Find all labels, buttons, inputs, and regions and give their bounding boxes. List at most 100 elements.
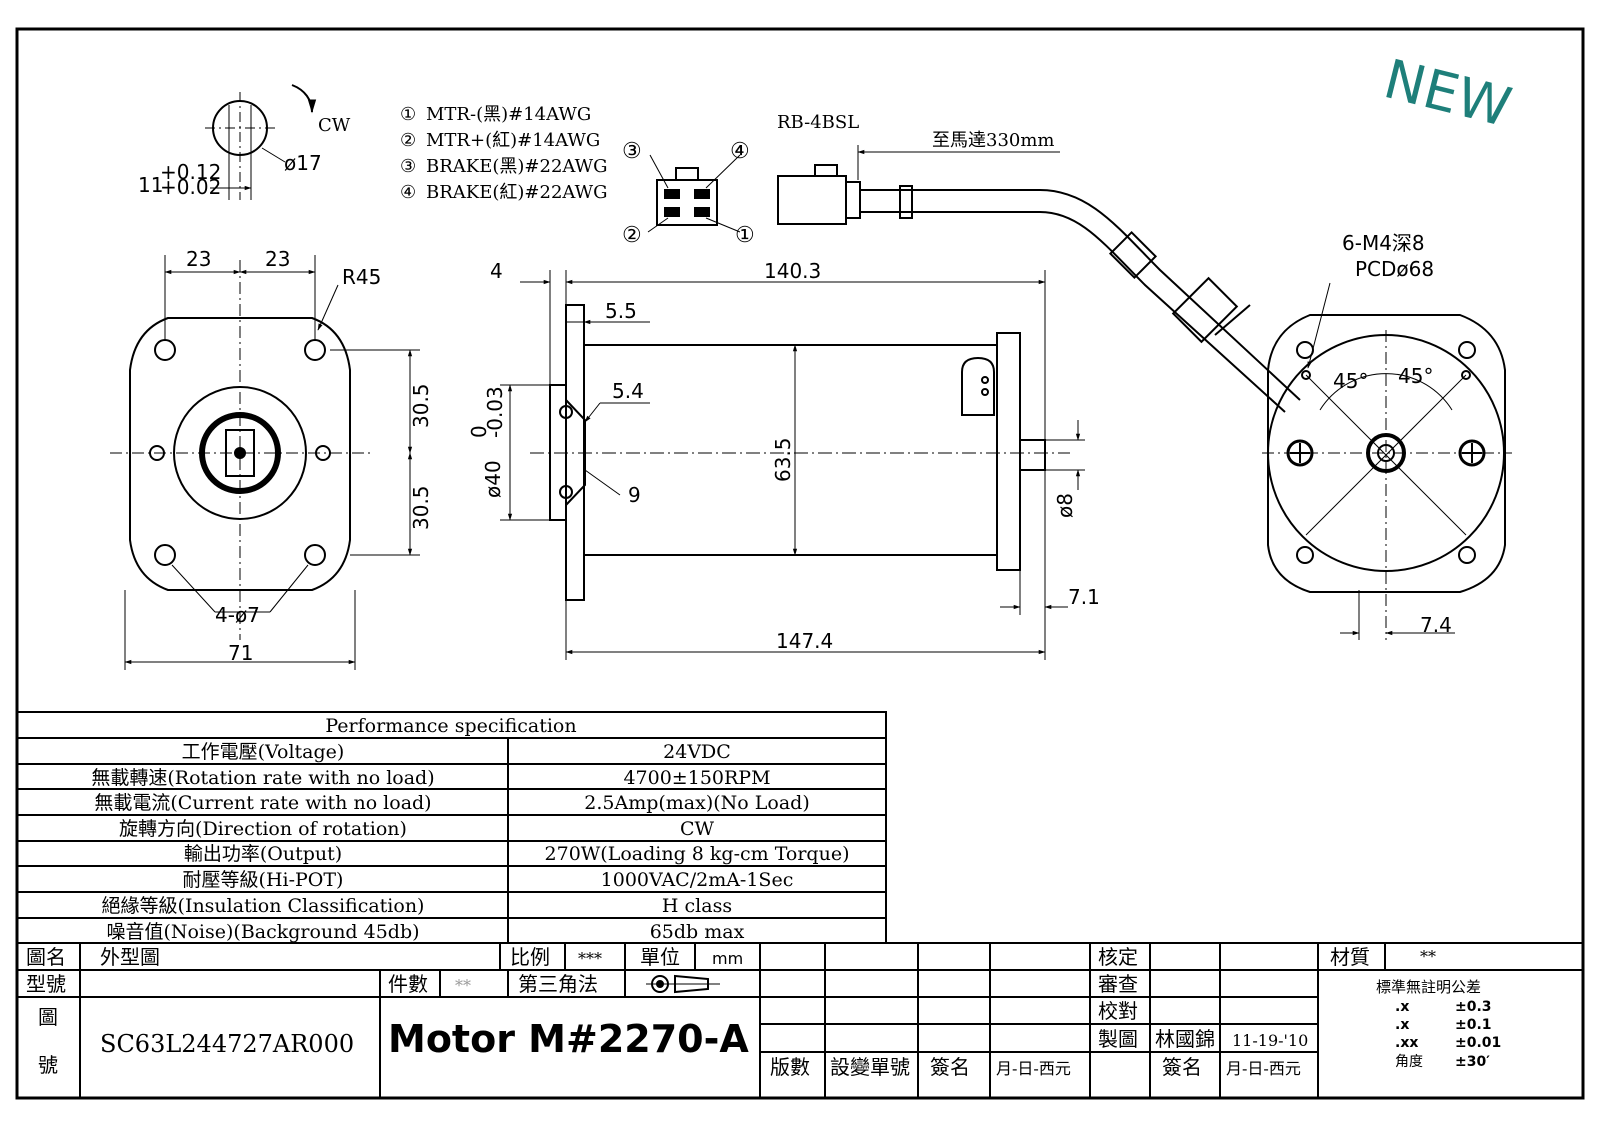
front-view: [110, 255, 420, 670]
spec-label-rpm: 無載轉速(Rotation rate with no load): [91, 767, 434, 789]
front-dim-right: 23: [265, 247, 290, 271]
rear-pcd: PCDø68: [1355, 257, 1434, 281]
spec-value-voltage: 24VDC: [663, 741, 731, 763]
spec-value-rpm: 4700±150RPM: [623, 767, 770, 789]
rear-view: [1262, 282, 1512, 640]
tb-scale-label: 比例: [510, 945, 550, 969]
tol-key-2: .x: [1395, 1017, 1409, 1033]
spec-label-insulation: 絕緣等級(Insulation Classification): [102, 895, 425, 917]
pin-2: ②: [622, 223, 642, 248]
shaft-tol-lower: +0.02: [160, 175, 221, 199]
rear-angle-left: 45°: [1333, 369, 1368, 393]
tb-change-label: 設變單號: [830, 1055, 910, 1079]
spec-label-direction: 旋轉方向(Direction of rotation): [119, 818, 407, 840]
tb-date-label-2: 月-日-西元: [1226, 1059, 1301, 1078]
tb-qty-label: 件數: [388, 972, 428, 996]
tol-key-3: .xx: [1395, 1035, 1418, 1051]
tb-approve: 核定: [1098, 945, 1138, 969]
rotation-label: CW: [318, 115, 351, 136]
front-dim-lower: 30.5: [409, 485, 433, 530]
shaft-flat: 11: [138, 173, 163, 197]
spec-label-current: 無載電流(Current rate with no load): [94, 792, 431, 814]
tb-date-label: 月-日-西元: [996, 1059, 1071, 1078]
front-width: 71: [228, 641, 253, 665]
tb-check: 校對: [1098, 999, 1138, 1023]
shaft-tol-upper: +0.12: [160, 160, 221, 184]
wire-3-num: ③: [400, 156, 416, 177]
title-block: [17, 942, 1583, 1098]
tb-sign-label: 簽名: [930, 1055, 970, 1079]
pin-4: ④: [730, 139, 750, 164]
wire-3-text: BRAKE(黑)#22AWG: [426, 156, 608, 177]
rear-angle-right: 45°: [1398, 364, 1433, 388]
side-dim-body: 63.5: [771, 437, 795, 482]
tol-key-4: 角度: [1395, 1054, 1423, 1070]
wire-4-text: BRAKE(紅)#22AWG: [426, 182, 608, 203]
side-pilot-tol-lower: -0.03: [483, 386, 507, 438]
shaft-diameter: ø17: [284, 151, 322, 175]
front-holes: 4-ø7: [215, 603, 260, 627]
side-dim-55: 5.5: [605, 299, 637, 323]
tb-name-value: 外型圖: [100, 945, 160, 969]
side-dim-length: 140.3: [764, 259, 821, 283]
tb-drawn-date: 11-19-'10: [1232, 1031, 1308, 1050]
wiring-legend: ① MTR-(黑)#14AWG ② MTR+(紅)#14AWG ③ BRAKE(…: [400, 104, 608, 203]
spec-label-hipot: 耐壓等級(Hi-POT): [183, 869, 344, 891]
spec-value-direction: CW: [680, 818, 715, 840]
spec-label-output: 輸出功率(Output): [184, 843, 342, 865]
tb-projection: 第三角法: [518, 972, 598, 996]
side-dim-shaft: ø8: [1053, 493, 1077, 518]
side-dim-9: 9: [628, 483, 641, 507]
tb-material-label: 材質: [1330, 945, 1370, 969]
wire-1-text: MTR-(黑)#14AWG: [426, 104, 591, 125]
tb-drawing-no-label-1: 圖: [38, 1005, 58, 1029]
pin-3: ③: [622, 139, 642, 164]
wire-1-num: ①: [400, 104, 416, 125]
side-dim-71: 7.1: [1068, 585, 1100, 609]
tol-val-4: ±30′: [1455, 1054, 1490, 1070]
side-dim-pilot: ø40: [481, 460, 505, 498]
tb-tolerance-title: 標準無註明公差: [1376, 978, 1481, 996]
tb-name-label: 圖名: [26, 945, 66, 969]
wire-2-num: ②: [400, 130, 416, 151]
tol-val-1: ±0.3: [1455, 999, 1492, 1015]
tb-material-value: **: [1420, 947, 1436, 966]
spec-value-output: 270W(Loading 8 kg-cm Torque): [545, 843, 850, 865]
tb-review: 審查: [1098, 972, 1138, 996]
front-dim-upper: 30.5: [409, 383, 433, 428]
connector-pinout: [647, 154, 741, 233]
connector-model: RB-4BSL: [777, 112, 859, 133]
tb-unit-value: mm: [712, 949, 743, 968]
new-stamp: NEW: [1378, 47, 1517, 139]
tol-val-2: ±0.1: [1455, 1017, 1492, 1033]
tol-val-3: ±0.01: [1455, 1035, 1501, 1051]
tb-scale-value: ***: [578, 949, 602, 968]
tb-unit-label: 單位: [640, 945, 680, 969]
spec-value-hipot: 1000VAC/2mA-1Sec: [601, 869, 794, 891]
spec-value-current: 2.5Amp(max)(No Load): [584, 792, 809, 814]
tb-product-title: Motor M#2270-A: [388, 1017, 749, 1061]
side-pilot-tol-upper: 0: [467, 425, 491, 438]
connector-cable: [777, 145, 1301, 413]
spec-label-voltage: 工作電壓(Voltage): [182, 741, 345, 763]
tb-drawing-no: SC63L244727AR000: [100, 1030, 354, 1058]
tol-key-1: .x: [1395, 999, 1409, 1015]
spec-value-insulation: H class: [662, 895, 732, 917]
spec-label-noise: 噪音值(Noise)(Background 45db): [106, 921, 419, 943]
wire-2-text: MTR+(紅)#14AWG: [426, 130, 600, 151]
tb-qty-value: **: [455, 976, 471, 995]
sheet-border: [15, 27, 1585, 1100]
tb-type-label: 型號: [26, 972, 66, 996]
front-dim-left: 23: [186, 247, 211, 271]
side-view: [500, 270, 1085, 660]
rear-holes: 6-M4深8: [1342, 231, 1425, 255]
wire-4-num: ④: [400, 182, 416, 203]
spec-value-noise: 65db max: [650, 921, 745, 943]
pin-1: ①: [735, 223, 755, 248]
spec-title: Performance specification: [325, 715, 576, 737]
tb-drawn-label: 製圖: [1098, 1027, 1138, 1051]
side-dim-54: 5.4: [612, 379, 644, 403]
shaft-detail: [205, 84, 317, 200]
tb-rev-label: 版數: [770, 1055, 810, 1079]
